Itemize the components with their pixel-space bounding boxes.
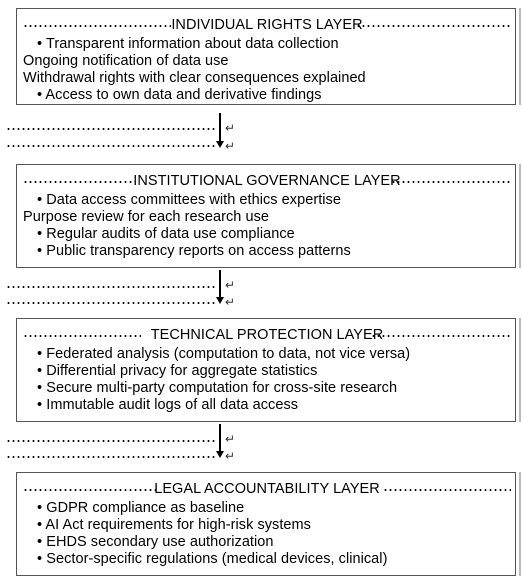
return-mark-icon: ↵ bbox=[225, 139, 236, 153]
connector-line bbox=[219, 270, 221, 298]
connector-line bbox=[219, 113, 221, 141]
list-item: • Public transparency reports on access … bbox=[37, 243, 351, 259]
page-edge-marker bbox=[519, 164, 521, 268]
institutional-governance-layer-box: INSTITUTIONAL GOVERNANCE LAYER • Data ac… bbox=[16, 164, 516, 268]
connector-dots bbox=[6, 284, 216, 290]
layer-heading: TECHNICAL PROTECTION LAYER bbox=[23, 327, 511, 344]
page-edge-marker bbox=[519, 318, 521, 422]
list-item: • EHDS secondary use authorization bbox=[37, 534, 274, 550]
down-arrow-icon bbox=[216, 141, 224, 148]
list-item: Withdrawal rights with clear consequence… bbox=[23, 70, 366, 86]
list-item: • Transparent information about data col… bbox=[37, 36, 339, 52]
connector-dots bbox=[6, 300, 216, 306]
return-mark-icon: ↵ bbox=[225, 449, 236, 463]
connector-dots bbox=[6, 126, 216, 132]
connector-dots bbox=[6, 143, 216, 149]
list-item: • GDPR compliance as baseline bbox=[37, 500, 245, 516]
list-item: • Sector-specific regulations (medical d… bbox=[37, 551, 388, 567]
return-mark-icon: ↵ bbox=[225, 432, 236, 446]
list-item: • AI Act requirements for high-risk syst… bbox=[37, 517, 311, 533]
technical-protection-layer-box: TECHNICAL PROTECTION LAYER • Federated a… bbox=[16, 318, 516, 422]
list-item: • Immutable audit logs of all data acces… bbox=[37, 397, 299, 413]
list-item: Purpose review for each research use bbox=[23, 209, 270, 225]
list-item: • Differential privacy for aggregate sta… bbox=[37, 363, 318, 379]
list-item: • Access to own data and derivative find… bbox=[37, 87, 322, 103]
layer-heading: INSTITUTIONAL GOVERNANCE LAYER bbox=[23, 173, 511, 190]
individual-rights-layer-box: INDIVIDUAL RIGHTS LAYER • Transparent in… bbox=[16, 8, 516, 105]
list-item: Ongoing notification of data use bbox=[23, 53, 229, 69]
connector-line bbox=[219, 424, 221, 452]
legal-accountability-layer-box: LEGAL ACCOUNTABILITY LAYER • GDPR compli… bbox=[16, 472, 516, 576]
connector-dots bbox=[6, 454, 216, 460]
down-arrow-icon bbox=[216, 451, 224, 458]
connector-dots bbox=[6, 438, 216, 444]
list-item: • Secure multi-party computation for cro… bbox=[37, 380, 398, 396]
down-arrow-icon bbox=[216, 297, 224, 304]
layer-heading: LEGAL ACCOUNTABILITY LAYER bbox=[23, 481, 511, 498]
list-item: • Federated analysis (computation to dat… bbox=[37, 346, 411, 362]
return-mark-icon: ↵ bbox=[225, 278, 236, 292]
list-item: • Regular audits of data use compliance bbox=[37, 226, 295, 242]
page-edge-marker bbox=[519, 472, 521, 576]
list-item: • Data access committees with ethics exp… bbox=[37, 192, 341, 208]
return-mark-icon: ↵ bbox=[225, 121, 236, 135]
page-edge-marker bbox=[519, 8, 521, 105]
return-mark-icon: ↵ bbox=[225, 295, 236, 309]
layer-heading: INDIVIDUAL RIGHTS LAYER bbox=[23, 17, 511, 34]
